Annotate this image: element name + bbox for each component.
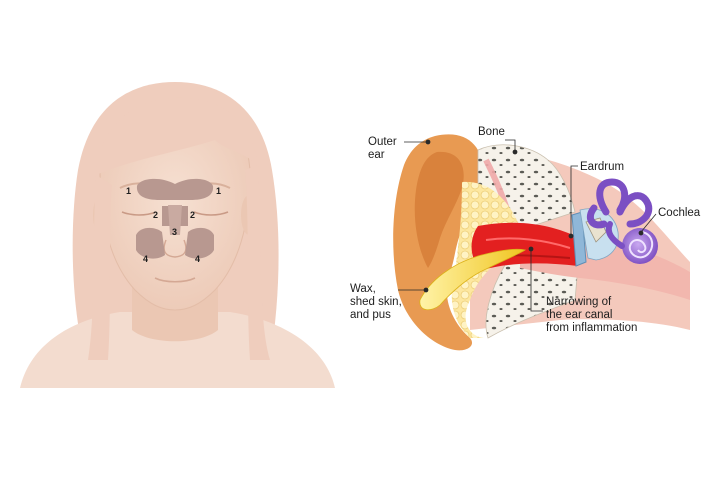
label-cochlea: Cochlea bbox=[658, 207, 701, 219]
nose bbox=[163, 239, 187, 258]
frontal-sinus bbox=[136, 178, 214, 200]
cochlea bbox=[605, 221, 658, 264]
marker-sphenoid: 3 bbox=[172, 227, 177, 237]
maxillary-sinus-left bbox=[136, 227, 165, 259]
leader-narrowing bbox=[530, 250, 543, 312]
earwax bbox=[419, 248, 527, 311]
leader-cochlea bbox=[640, 213, 657, 233]
ear-illustration: Outer ear Bone Eardrum Cochlea Wax, shed… bbox=[350, 126, 701, 351]
hair-fringe bbox=[96, 97, 258, 175]
ethmoid-sinus-left bbox=[162, 206, 170, 226]
marker-maxillary-right: 4 bbox=[195, 254, 200, 264]
marker-frontal-right: 1 bbox=[216, 186, 221, 196]
label-outer-ear: Outer ear bbox=[368, 136, 400, 161]
label-narrowing: Narrowing of the ear canal from inflamma… bbox=[546, 296, 637, 334]
pinna-inner bbox=[414, 151, 464, 268]
semicircular-canals bbox=[586, 178, 653, 229]
sinus-illustration: 1 1 2 2 3 4 4 bbox=[20, 82, 335, 388]
marker-maxillary-left: 4 bbox=[143, 254, 148, 264]
marker-ethmoid-left: 2 bbox=[153, 210, 158, 220]
left-eye bbox=[121, 211, 157, 216]
marker-frontal-left: 1 bbox=[126, 186, 131, 196]
label-eardrum: Eardrum bbox=[580, 161, 624, 173]
sphenoid-sinus bbox=[168, 205, 182, 235]
label-wax: Wax, shed skin, and pus bbox=[350, 283, 405, 321]
ethmoid-sinus-right bbox=[180, 206, 188, 226]
marker-ethmoid-right: 2 bbox=[190, 210, 195, 220]
maxillary-sinus-right bbox=[185, 227, 214, 259]
right-eye bbox=[193, 211, 229, 216]
label-bone: Bone bbox=[478, 126, 505, 138]
leader-bone bbox=[505, 139, 516, 150]
leader-eardrum bbox=[570, 165, 578, 235]
mouth bbox=[154, 277, 196, 283]
